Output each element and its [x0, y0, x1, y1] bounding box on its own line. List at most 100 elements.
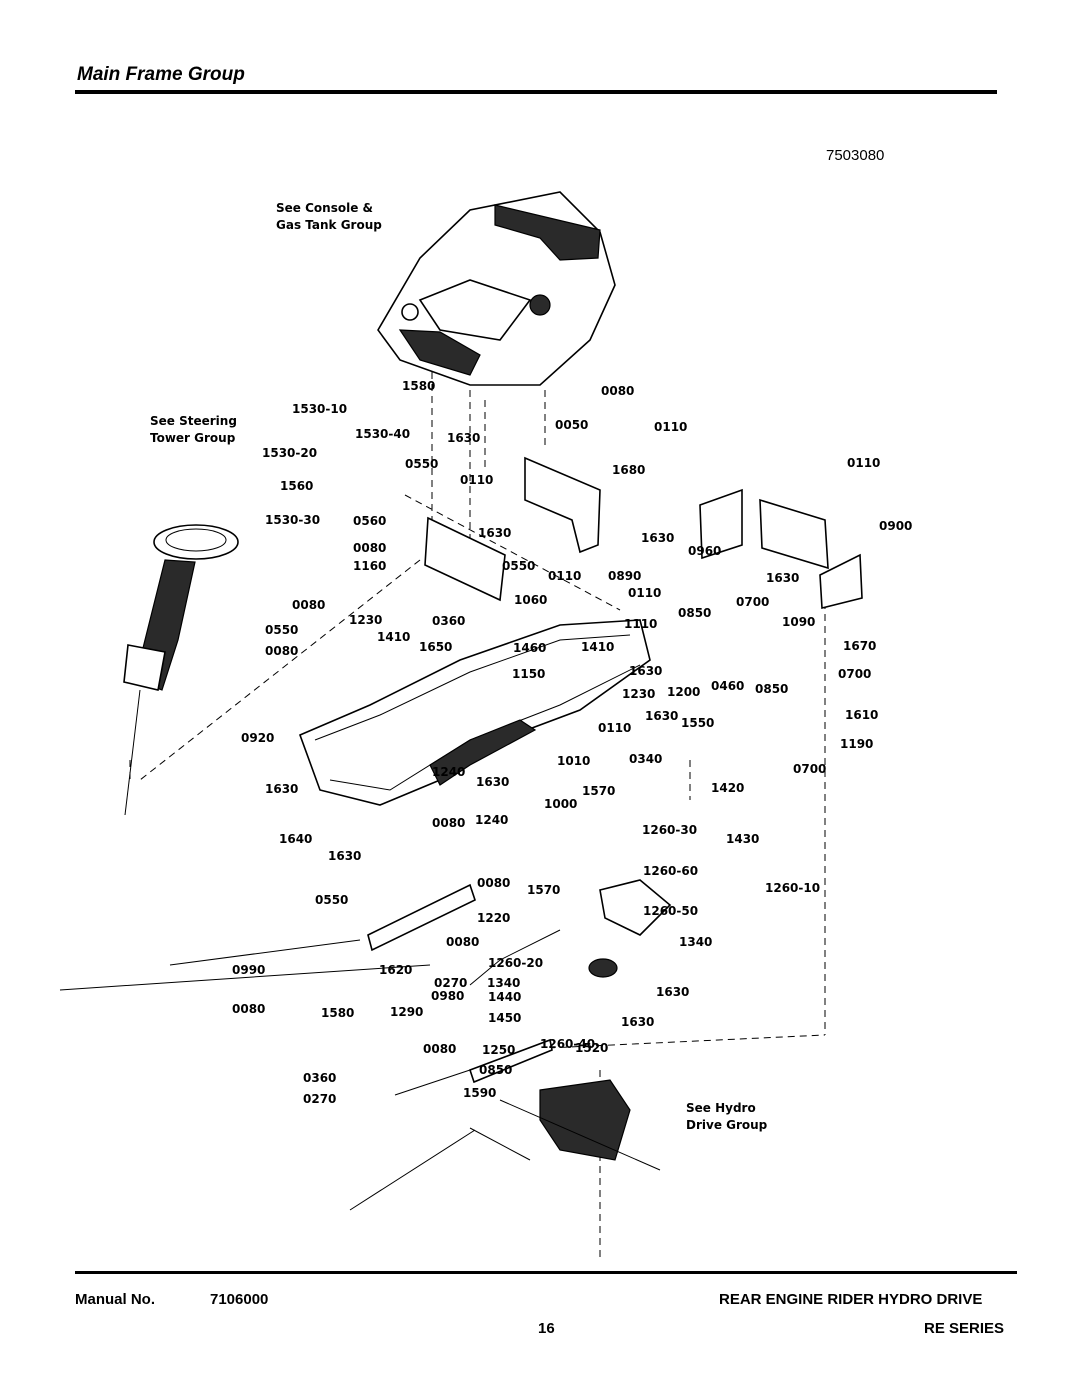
part-callout-label: 1570: [582, 784, 615, 798]
console-group-ref-line2: Gas Tank Group: [276, 218, 382, 232]
part-callout-label: 1650: [419, 640, 452, 654]
part-callout-label: 0110: [847, 456, 880, 470]
footer-rule: [75, 1271, 1017, 1274]
part-callout-label: 0890: [608, 569, 641, 583]
part-callout-label: 1240: [432, 765, 465, 779]
manual-label: Manual No.: [75, 1291, 156, 1308]
part-callout-label: 0900: [879, 519, 912, 533]
part-callout-label: 0270: [434, 976, 467, 990]
steering-group-ref-line2: Tower Group: [150, 431, 236, 445]
part-callout-label: 1160: [353, 559, 386, 573]
part-callout-label: 0050: [555, 418, 588, 432]
part-callout-label: 1580: [321, 1006, 354, 1020]
part-callout-label: 1570: [527, 883, 560, 897]
part-callout-label: 0080: [423, 1042, 456, 1056]
part-callout-label: 1640: [279, 832, 312, 846]
part-callout-label: 1620: [379, 963, 412, 977]
part-callout-label: 0110: [598, 721, 631, 735]
part-callout-label: 0850: [755, 682, 788, 696]
part-callout-label: 1550: [681, 716, 714, 730]
part-callout-label: 1630: [645, 709, 678, 723]
part-callout-label: 1630: [328, 849, 361, 863]
part-callout-label: 0360: [432, 614, 465, 628]
page-number: 16: [538, 1320, 555, 1337]
part-callout-label: 1520: [575, 1041, 608, 1055]
hydro-group-ref-line2: Drive Group: [686, 1118, 768, 1132]
part-callout-label: 0080: [432, 816, 465, 830]
part-callout-label: 1420: [711, 781, 744, 795]
part-callout-label: 0110: [460, 473, 493, 487]
part-callout-label: 1530-30: [265, 513, 320, 527]
product-line: REAR ENGINE RIDER HYDRO DRIVE: [719, 1291, 983, 1308]
part-callout-label: 0080: [601, 384, 634, 398]
part-callout-label: 0850: [479, 1063, 512, 1077]
hydro-group-ref-line1: See Hydro: [686, 1101, 756, 1115]
part-callout-label: 1340: [487, 976, 520, 990]
title-rule: [75, 90, 997, 94]
part-callout-label: 1260-50: [643, 904, 698, 918]
part-callout-label: 0990: [232, 963, 265, 977]
part-callout-label: 1240: [475, 813, 508, 827]
part-callout-label: 1260-60: [643, 864, 698, 878]
part-callout-label: 1460: [513, 641, 546, 655]
hydro-drive-part: [349, 1079, 661, 1211]
part-callout-label: 0110: [654, 420, 687, 434]
part-callout-label: 1630: [629, 664, 662, 678]
manual-number: 7106000: [210, 1291, 269, 1308]
part-callout-label: 1630: [447, 431, 480, 445]
part-callout-label: 1680: [612, 463, 645, 477]
part-callout-label: 0980: [431, 989, 464, 1003]
part-callout-label: 0080: [446, 935, 479, 949]
steering-group-ref-line1: See Steering: [150, 414, 237, 428]
part-callout-label: 0550: [265, 623, 298, 637]
part-callout-label: 1630: [656, 985, 689, 999]
part-callout-label: 1530-10: [292, 402, 347, 416]
part-callout-label: 1410: [581, 640, 614, 654]
part-callout-label: 0700: [838, 667, 871, 681]
part-callout-label: 1090: [782, 615, 815, 629]
part-callout-label: 0460: [711, 679, 744, 693]
part-callout-label: 1110: [624, 617, 657, 631]
part-callout-label: 0560: [353, 514, 386, 528]
part-callout-label: 1630: [265, 782, 298, 796]
part-callout-label: 1250: [482, 1043, 515, 1057]
part-callout-label: 0700: [736, 595, 769, 609]
bracket-parts: [59, 456, 863, 1096]
part-callout-label: 1440: [488, 990, 521, 1004]
part-callout-label: 0110: [548, 569, 581, 583]
part-callout-label: 0920: [241, 731, 274, 745]
part-callout-label: 1530-20: [262, 446, 317, 460]
console-group-ref-line1: See Console &: [276, 201, 373, 215]
part-callout-label: 1260-30: [642, 823, 697, 837]
part-callout-label: 0360: [303, 1071, 336, 1085]
part-callout-label: 0550: [502, 559, 535, 573]
part-callout-label: 0080: [353, 541, 386, 555]
steering-tower-part: [123, 524, 239, 816]
main-frame-part: [298, 619, 651, 806]
part-callout-label: 1010: [557, 754, 590, 768]
part-callout-label: 0080: [292, 598, 325, 612]
part-callout-label: 0080: [232, 1002, 265, 1016]
part-callout-label: 1260-10: [765, 881, 820, 895]
part-callout-label: 1610: [845, 708, 878, 722]
part-callout-label: 1590: [463, 1086, 496, 1100]
part-callout-label: 0550: [405, 457, 438, 471]
part-callout-label: 1530-40: [355, 427, 410, 441]
part-callout-label: 1220: [477, 911, 510, 925]
part-callout-label: 1630: [476, 775, 509, 789]
part-callout-label: 1450: [488, 1011, 521, 1025]
part-callout-label: 1200: [667, 685, 700, 699]
part-callout-label: 0080: [477, 876, 510, 890]
part-callout-label: 1580: [402, 379, 435, 393]
part-callout-label: 0700: [793, 762, 826, 776]
part-callout-label: 1000: [544, 797, 577, 811]
part-callout-label: 1260-20: [488, 956, 543, 970]
diagram-reference-number: 7503080: [826, 147, 885, 164]
part-callout-label: 1190: [840, 737, 873, 751]
part-callout-label: 1290: [390, 1005, 423, 1019]
part-callout-label: 1230: [622, 687, 655, 701]
part-callout-label: 0270: [303, 1092, 336, 1106]
part-callout-label: 1230: [349, 613, 382, 627]
page-title: Main Frame Group: [77, 64, 245, 85]
